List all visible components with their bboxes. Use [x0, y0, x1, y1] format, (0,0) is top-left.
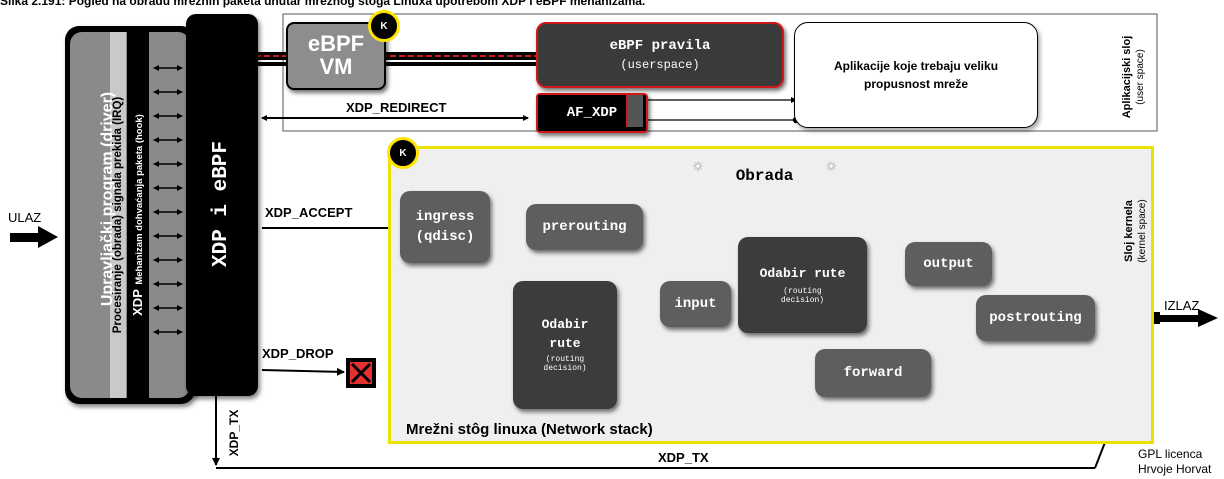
license-text: GPL licenca Hrvoje Horvat [1138, 447, 1224, 477]
license-line2: Hrvoje Horvat [1138, 462, 1212, 476]
route1-line2: rute [549, 336, 581, 351]
xdp-hook-label: XDP Mehanizam dohvaćanja paketa (hook) [128, 65, 148, 365]
route1-sub1: (routing [545, 355, 585, 364]
apps-line1: Aplikacije koje trebaju veliku [833, 59, 999, 73]
route2-line1: Odabir rute [759, 265, 846, 281]
figure-caption: Slika 2.191: Pogled na obradu mrežnih pa… [0, 0, 646, 8]
xdp-ebpf-block [186, 14, 258, 396]
net-stack-label: Mrežni stôg linuxa (Network stack) [406, 421, 653, 438]
routing-decision-2: Odabir rute (routing decision) [738, 237, 867, 333]
apps-box: Aplikacije koje trebaju veliku propusnos… [794, 22, 1038, 128]
obrada-label-wrap: ☀ Obrada ☀ [677, 153, 852, 199]
apps-line2: propusnost mreže [863, 77, 968, 91]
af-xdp-socket [626, 95, 643, 127]
xdp-drop-arrow [261, 367, 345, 376]
route2-sub1: (routing [783, 286, 822, 296]
drop-box-icon [346, 358, 376, 388]
output-node: output [905, 242, 992, 286]
xdp-redirect-label: XDP_REDIRECT [346, 100, 447, 115]
obrada-sun-right: ☀ [826, 159, 836, 177]
xdp-ebpf-label: XDP i eBPF [210, 140, 233, 268]
app-layer-title: Aplikacijski sloj [1121, 35, 1133, 119]
ebpf-rules: eBPF pravila (userspace) [536, 22, 784, 88]
xdp-tx-label: XDP_TX [658, 450, 709, 465]
input-label: input [674, 296, 717, 312]
xdp-tx-vertical-label: XDP_TX [227, 409, 241, 457]
xdp-accept-label: XDP_ACCEPT [265, 205, 353, 220]
prerouting-label: prerouting [542, 219, 627, 235]
ebpf-vm-line2: VM [319, 54, 353, 79]
ebpf-vm-line1: eBPF [307, 31, 365, 56]
prerouting-node: prerouting [526, 204, 643, 250]
xdp-hook-text: Mehanizam dohvaćanja paketa (hook) [134, 114, 145, 285]
ulaz-label: ULAZ [8, 210, 42, 225]
hook-arrows [153, 65, 183, 335]
forward-label: forward [843, 365, 903, 381]
af-xdp-label: AF_XDP [566, 105, 618, 121]
postrouting-label: postrouting [989, 310, 1082, 326]
app-layer-sub: (user space) [1135, 49, 1146, 105]
obrada-sun-left: ☀ [693, 159, 703, 177]
ingress-line1: ingress [415, 209, 475, 225]
routing-decision-1: Odabir rute (routing decision) [513, 281, 617, 409]
postrouting-node: postrouting [976, 295, 1095, 341]
kernel-layer-sub: (kernel space) [1137, 199, 1148, 263]
route1-sub2: decision) [543, 364, 587, 373]
k-badge-kernel: K [387, 137, 419, 169]
forward-node: forward [815, 349, 931, 397]
irq-strip [110, 32, 126, 398]
irq-label: Procesiranje (obrada) signala prekida (I… [112, 96, 124, 334]
route2-sub2: decision) [780, 295, 825, 305]
izlaz-arrow [1160, 309, 1218, 327]
ebpf-rules-line1: eBPF pravila [609, 38, 711, 54]
izlaz-label: IZLAZ [1164, 298, 1200, 313]
app-layer-label: Aplikacijski sloj (user space) [1120, 12, 1150, 142]
ulaz-arrow [10, 226, 58, 248]
ingress-line2: (qdisc) [415, 229, 475, 245]
k-badge-top: K [368, 10, 400, 42]
route1-line1: Odabir [541, 317, 589, 332]
kernel-layer-label: Sloj kernela (kernel space) [1122, 176, 1152, 286]
ingress-node: ingress (qdisc) [400, 191, 490, 263]
xdp-hook-prefix: XDP [130, 289, 145, 316]
obrada-label: Obrada [735, 167, 794, 185]
output-label: output [923, 256, 974, 272]
hook-strip [127, 32, 149, 398]
input-node: input [660, 281, 731, 327]
xdp-drop-label: XDP_DROP [262, 346, 334, 361]
ebpf-rules-line2: (userspace) [620, 58, 700, 72]
license-line1: GPL licenca [1138, 447, 1203, 461]
kernel-layer-title: Sloj kernela [1123, 200, 1135, 262]
